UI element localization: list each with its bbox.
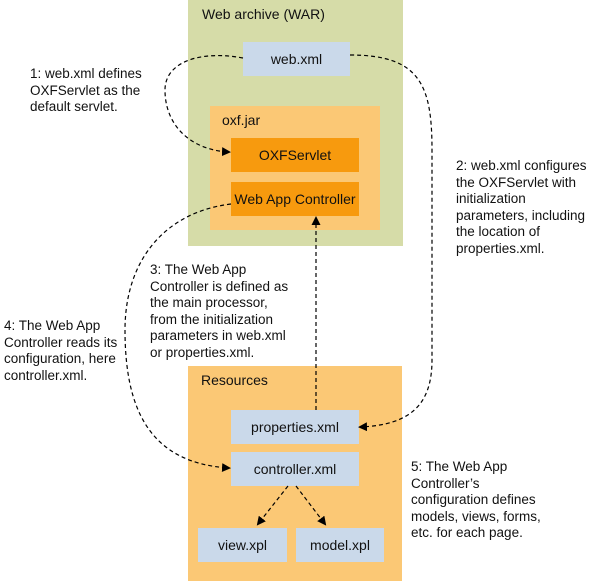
annotation-step-4: 4: The Web App Controller reads its conf… (4, 318, 118, 383)
annotation-step-1: 1: web.xml defines OXFServlet as the def… (30, 66, 142, 114)
annotation-step-2: 2: web.xml configures the OXFServlet wit… (456, 158, 587, 256)
war-container-title: Web archive (WAR) (202, 6, 325, 22)
web-app-controller-node[interactable]: Web App Controller (231, 182, 359, 216)
oxf-jar-container-title: oxf.jar (222, 112, 261, 128)
view-xpl-node[interactable]: view.xpl (198, 528, 287, 562)
properties-xml-node[interactable]: properties.xml (231, 410, 359, 444)
controller-xml-node[interactable]: controller.xml (231, 452, 359, 486)
annotation-step-5: 5: The Web App Controller’s configuratio… (411, 459, 541, 540)
oxfservlet-node[interactable]: OXFServlet (231, 138, 359, 172)
resources-container-title: Resources (201, 372, 268, 388)
annotation-step-3: 3: The Web App Controller is defined as … (150, 262, 289, 360)
model-xpl-node[interactable]: model.xpl (296, 528, 384, 562)
web-xml-node[interactable]: web.xml (243, 42, 350, 76)
